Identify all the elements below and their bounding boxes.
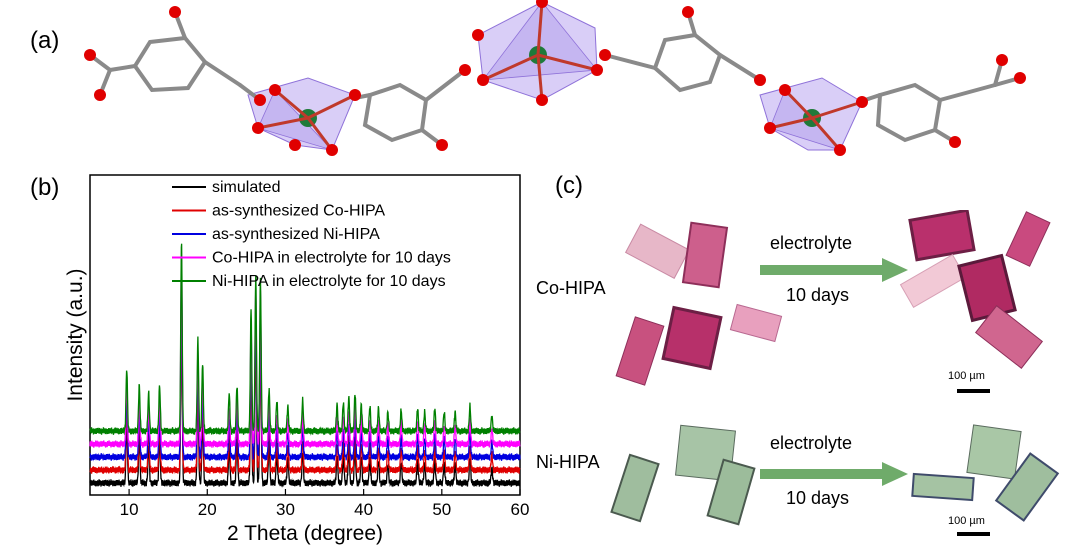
plot-frame [89,174,521,496]
x-axis-label: 2 Theta (degree) [227,522,383,545]
xrd-series-line [89,270,521,462]
xrd-series-line [89,243,521,436]
panel-a-label: (a) [30,27,60,54]
legend: simulated as-synthesized Co-HIPA as-synthe… [172,179,451,290]
x-axis-ticks: 10 20 30 40 50 60 [120,489,530,519]
legend-label: as-synthesized Co-HIPA [212,203,385,220]
xrd-series-line [89,294,521,488]
co-crystals-before [615,221,783,386]
ni-arrow [760,462,908,486]
x-tick-label: 40 [354,500,373,519]
x-tick-label: 20 [198,500,217,519]
co-hipa-crystals [615,210,1051,386]
panel-b-label: (b) [30,174,60,201]
co-crystals-after [899,210,1051,369]
xrd-series-line [89,258,521,449]
ni-arrow-top-label: electrolyte [770,433,853,453]
panel-c-label: (c) [555,172,583,199]
x-tick-label: 10 [120,500,139,519]
co-hipa-label: Co-HIPA [536,278,606,298]
co-scale-bar [957,389,990,393]
coordination-polyhedron-3 [759,77,863,151]
xrd-traces [89,243,521,488]
ni-hipa-label: Ni-HIPA [536,452,600,472]
legend-label: as-synthesized Ni-HIPA [212,226,380,243]
co-arrow-bottom-label: 10 days [786,285,850,305]
x-tick-label: 60 [511,500,530,519]
legend-label: Co-HIPA in electrolyte for 10 days [212,250,451,267]
co-arrow-top-label: electrolyte [770,233,853,253]
xrd-chart: 10 20 30 40 50 60 2 Theta (degree) Intensity … [64,174,530,545]
x-tick-label: 30 [276,500,295,519]
metal-oxygen-bonds [257,1,863,151]
ni-scale-label: 100 µm [948,515,985,527]
ni-hipa-crystals [610,424,1060,526]
y-axis-label: Intensity (a.u.) [64,268,87,401]
ni-scale-bar [957,532,990,536]
ni-crystals-before [610,424,756,526]
legend-label: Ni-HIPA in electrolyte for 10 days [212,273,446,290]
legend-label: simulated [212,179,280,196]
oxygen-atoms [84,0,1026,156]
ni-crystals-after [911,424,1060,522]
ni-arrow-bottom-label: 10 days [786,488,850,508]
co-arrow [760,258,908,282]
co-scale-label: 100 µm [948,370,985,382]
x-tick-label: 50 [432,500,451,519]
xrd-series-line [89,282,521,475]
crystal-structure-diagram [84,0,1026,156]
